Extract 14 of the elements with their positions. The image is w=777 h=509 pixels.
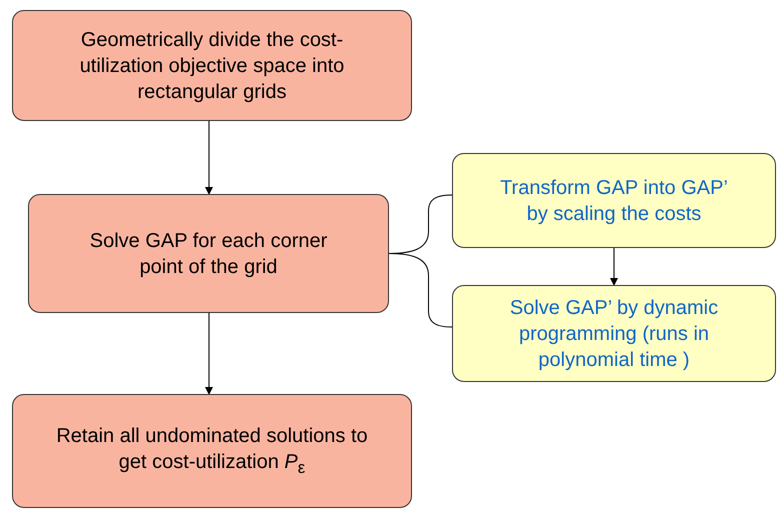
- process-box: [28, 194, 389, 313]
- process-box: [12, 10, 412, 121]
- brace-connector: [388, 253, 452, 328]
- box-text: Retain all undominated solutions to get cost-utilization P$_{ε}$: [55, 424, 369, 479]
- box-text: Transform GAP into GAP’ by scaling the costs: [499, 176, 729, 226]
- arrow: [610, 248, 618, 286]
- subprocess-box: [452, 285, 776, 382]
- arrow: [205, 312, 213, 395]
- arrow: [205, 120, 213, 195]
- box-text: Geometrically divide the cost-utilization objective space into rectangular grids: [78, 28, 346, 104]
- process-box: [12, 394, 412, 508]
- subprocess-box: [452, 153, 776, 248]
- box-text: Solve GAP’ by dynamic programming (runs in polynomial time ): [508, 296, 720, 372]
- box-text: Solve GAP for each corner point of the grid: [88, 228, 328, 280]
